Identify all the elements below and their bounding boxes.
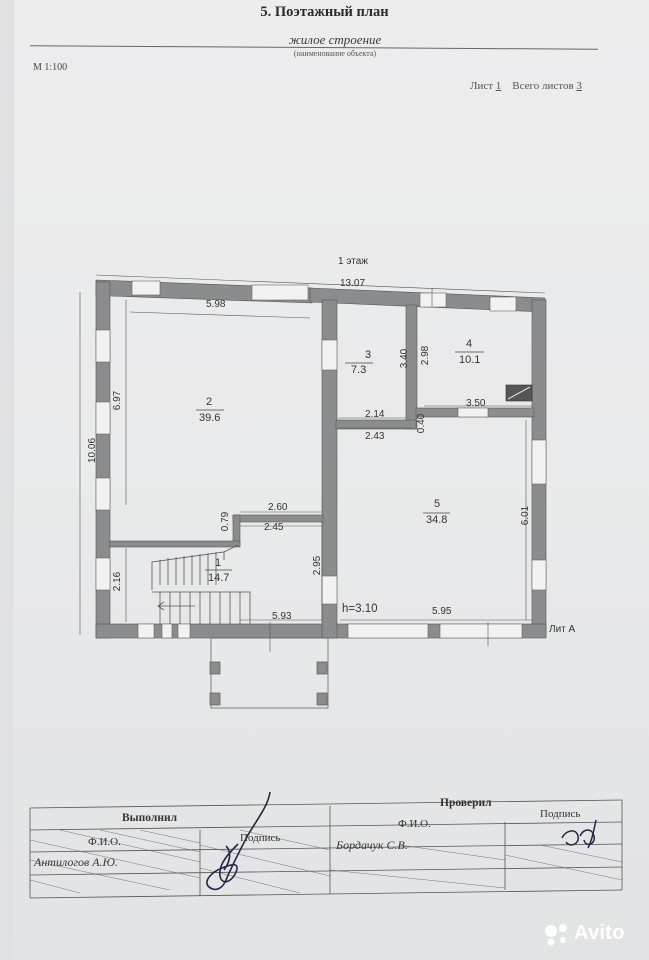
window-top-3	[419, 292, 447, 308]
checker-name: Бордачук С.В.	[336, 838, 408, 852]
room-fraction-lines	[196, 351, 484, 571]
window-bottom-5	[439, 623, 523, 639]
sheet-number: 1	[495, 80, 502, 92]
staircase	[151, 544, 251, 624]
room-2-number: 2	[206, 396, 213, 408]
height-label: h=3.10	[342, 603, 378, 615]
wall-room3-bottom	[335, 419, 417, 430]
window-top-4	[489, 296, 517, 312]
performer-fio-label: Ф.И.О.	[88, 836, 121, 848]
dim-room4-bottom: 3.50	[466, 398, 486, 409]
room-1-number: 1	[215, 557, 222, 569]
performer-name: Антилогов А.Ю.	[34, 855, 118, 869]
room-3-number: 3	[365, 349, 372, 361]
dim-room1-top-inner: 2.45	[264, 522, 284, 533]
porch	[209, 637, 329, 709]
door-room4	[457, 407, 489, 418]
avito-logo-icon	[545, 924, 567, 946]
window-left-4	[95, 557, 111, 591]
sheet-info: Лист 1 Всего листов 3	[470, 80, 582, 92]
window-top-2	[251, 284, 309, 301]
room-5-area: 34.8	[426, 514, 448, 526]
room-5-number: 5	[434, 498, 441, 510]
liter-label: Лит А	[549, 624, 576, 635]
checker-signature	[561, 819, 597, 849]
dim-corridor-width: 2.43	[365, 431, 385, 442]
dim-room2-top: 5.98	[206, 299, 226, 310]
window-bottom-4	[347, 623, 429, 639]
total-sheets-label: Всего листов	[512, 80, 574, 92]
room-4-area: 10.1	[459, 354, 481, 366]
wall-room1-stair	[109, 540, 241, 548]
window-left-2	[95, 401, 111, 435]
dim-room1-bottom: 5.93	[272, 611, 292, 622]
checker-sign-label: Подпись	[540, 808, 581, 820]
stove-mark	[507, 386, 531, 400]
room-4-number: 4	[466, 338, 473, 350]
door-center-1	[321, 339, 338, 371]
avito-watermark: Avito	[574, 922, 625, 944]
checker-fio-label: Ф.И.О.	[398, 818, 431, 830]
room-1-area: 14.7	[208, 572, 230, 584]
dimension-lines	[79, 274, 546, 652]
window-bottom-3	[177, 623, 191, 639]
dim-room5-bottom: 5.95	[432, 606, 452, 617]
window-right-2	[531, 559, 547, 591]
sheet-label: Лист	[470, 80, 494, 92]
checked-label: Проверил	[440, 797, 492, 809]
dim-room3-bottom: 2.14	[365, 409, 385, 420]
dim-top-total: 13.07	[340, 278, 366, 289]
performer-sign-label: Подпись	[240, 832, 281, 844]
floor-label: 1 этаж	[338, 256, 368, 267]
performed-label: Выполнил	[122, 812, 178, 824]
window-bottom-1	[137, 623, 155, 639]
page-title: 5. Поэтажный план	[260, 4, 389, 20]
window-left-1	[95, 329, 111, 363]
wall-center-vertical	[321, 299, 338, 639]
total-sheets-number: 3	[576, 80, 582, 92]
window-bottom-2	[161, 623, 173, 639]
scale-label: М 1:100	[33, 62, 68, 73]
object-name-caption: (наименование объекта)	[293, 49, 377, 58]
dim-room1-top-outer: 2.60	[268, 502, 288, 513]
window-right-1	[531, 439, 547, 485]
room-3-area: 7.3	[351, 364, 367, 376]
room-2-area: 39.6	[199, 412, 221, 424]
window-left-3	[95, 477, 111, 511]
object-name: жилое строение	[288, 32, 382, 47]
performer-signature	[206, 791, 271, 891]
window-top-1	[131, 280, 161, 296]
